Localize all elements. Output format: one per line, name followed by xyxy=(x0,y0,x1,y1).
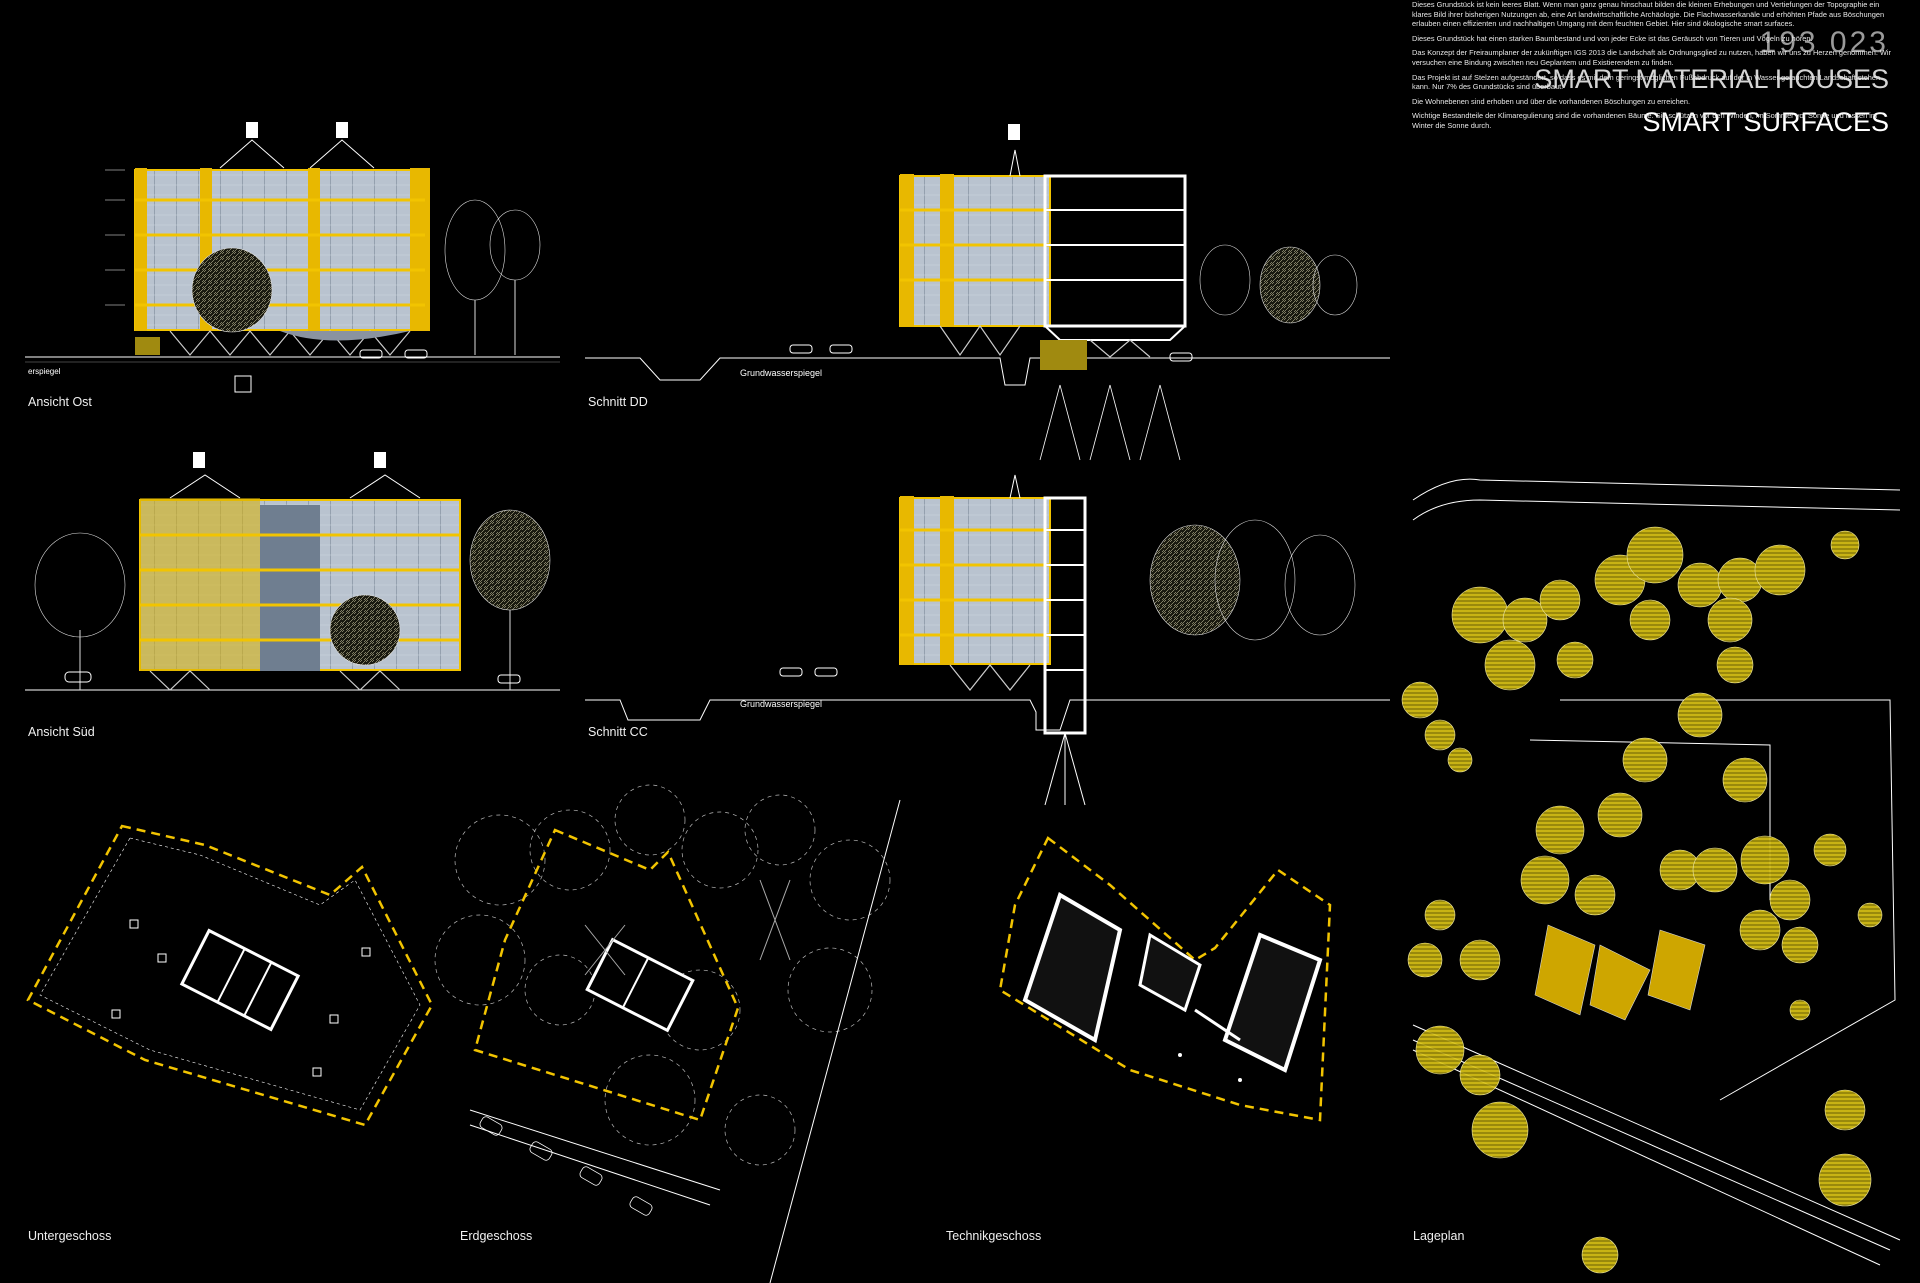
east-elevation-drawing: erspiegel xyxy=(25,122,560,393)
groundwater-label-cc: Grundwasserspiegel xyxy=(740,699,822,709)
south-elevation-drawing xyxy=(25,452,560,691)
groundwater-cut-label: erspiegel xyxy=(28,367,61,376)
description-block: Dieses Grundstück ist kein leeres Blatt.… xyxy=(1412,0,1892,136)
label-section-dd: Schnitt DD xyxy=(588,395,648,409)
section-cc-drawing: Grundwasserspiegel xyxy=(585,474,1390,806)
project-subtitle: SMART SURFACES xyxy=(1642,107,1889,137)
label-basement: Untergeschoss xyxy=(28,1229,112,1243)
groundwater-label-dd: Grundwasserspiegel xyxy=(740,368,822,378)
project-title: SMART MATERIAL HOUSES xyxy=(1534,64,1889,94)
description-paragraph: Das Projekt ist auf Stelzen aufgeständer… xyxy=(1412,72,1881,92)
description-paragraph: Wichtige Bestandteile der Klimaregulieru… xyxy=(1412,111,1878,130)
label-south-elevation: Ansicht Süd xyxy=(28,725,95,739)
description-paragraph: Dieses Grundstück ist kein leeres Blatt.… xyxy=(1412,0,1885,29)
label-technical-floor: Technikgeschoss xyxy=(946,1229,1042,1243)
label-ground-floor: Erdgeschoss xyxy=(460,1229,533,1243)
label-section-cc: Schnitt CC xyxy=(588,725,648,739)
site-plan xyxy=(1401,478,1901,1274)
description-paragraph: Dieses Grundstück hat einen starken Baum… xyxy=(1412,33,1813,43)
ground-floor-plan xyxy=(434,784,901,1283)
label-east-elevation: Ansicht Ost xyxy=(28,395,92,409)
label-site-plan: Lageplan xyxy=(1413,1229,1465,1243)
basement-plan xyxy=(26,824,434,1127)
description-paragraph: Die Wohnebenen sind erhoben und über die… xyxy=(1412,96,1691,106)
section-dd-drawing: Grundwasserspiegel xyxy=(585,124,1390,461)
project-number: 193 023 xyxy=(1759,26,1889,59)
description-paragraph: Das Konzept der Freiraumplaner der zukün… xyxy=(1412,48,1892,67)
technical-floor-plan xyxy=(998,836,1332,1122)
